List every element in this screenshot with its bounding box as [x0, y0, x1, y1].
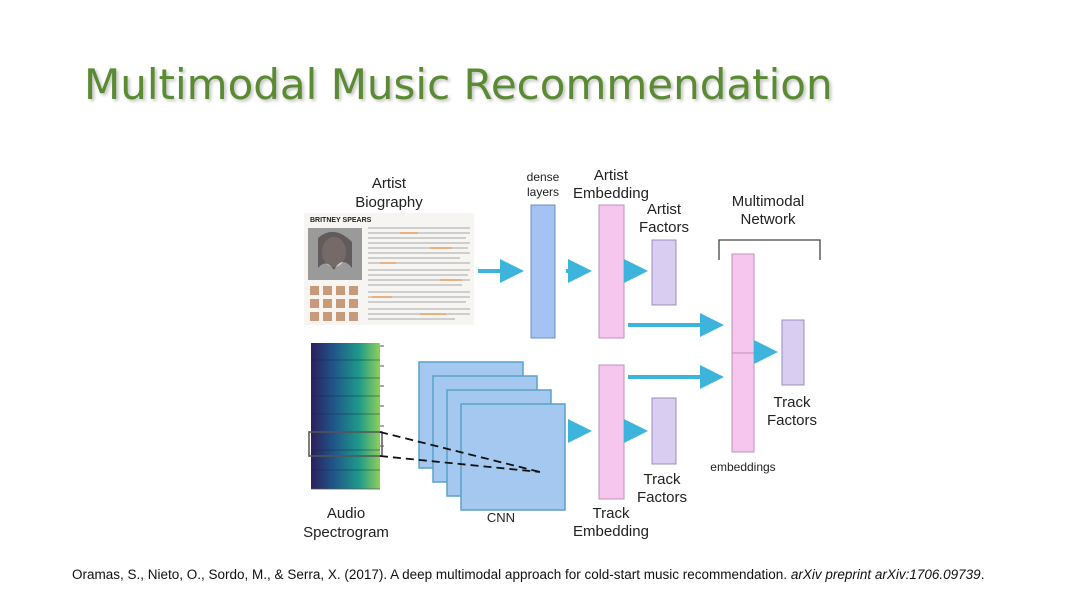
multimodal-embeddings-block-top	[731, 253, 755, 354]
track-embedding-block	[598, 364, 625, 500]
artist-factors-block	[651, 239, 677, 306]
spectrogram-highlight-window	[308, 431, 383, 457]
audio-spectrogram-label-line1: Audio	[327, 505, 365, 522]
dense-layers-label-line2: layers	[527, 185, 559, 199]
citation-end: .	[980, 567, 985, 582]
artist-biography-thumbnail: BRITNEY SPEARS	[304, 213, 474, 325]
embeddings-label: embeddings	[710, 460, 775, 474]
dense-layers-block	[530, 204, 556, 339]
track-factors-right-block	[781, 319, 805, 386]
audio-spectrogram	[308, 343, 384, 490]
biography-link-highlights	[372, 232, 462, 315]
track-factors-right-label-line2: Factors	[767, 412, 817, 429]
multimodal-network-bracket	[718, 239, 821, 260]
artist-embedding-block	[598, 204, 625, 339]
track-factors-right-label-line1: Track	[774, 394, 811, 411]
artist-thumbnail-grid	[310, 286, 358, 321]
track-factors-bottom-block	[651, 397, 677, 465]
multimodal-network-label-line2: Network	[740, 211, 796, 228]
citation-authors: Oramas, S., Nieto, O., Sordo, M., & Serr…	[72, 567, 788, 582]
multimodal-embeddings-block-bottom	[731, 352, 755, 453]
cnn-receptive-field-line-bottom	[379, 455, 541, 473]
track-factors-bottom-label-line2: Factors	[637, 489, 687, 506]
track-factors-bottom-label-line1: Track	[644, 471, 681, 488]
artist-biography-label-line1: Artist	[372, 175, 407, 192]
cnn-label: CNN	[487, 510, 515, 525]
citation-venue: arXiv preprint arXiv:1706.09739	[790, 567, 981, 582]
citation: Oramas, S., Nieto, O., Sordo, M., & Serr…	[72, 567, 984, 582]
artist-biography-label-line2: Biography	[355, 194, 423, 211]
track-embedding-label-line1: Track	[593, 505, 630, 522]
multimodal-network-label-line1: Multimodal	[732, 193, 805, 210]
cnn-receptive-field-line-top	[379, 431, 541, 473]
dense-layers-label-line1: dense	[527, 170, 560, 184]
artist-factors-label-line2: Factors	[639, 219, 689, 236]
audio-spectrogram-label-line2: Spectrogram	[303, 524, 389, 541]
artist-factors-label-line1: Artist	[647, 201, 682, 218]
biography-thumbnail-heading: BRITNEY SPEARS	[310, 217, 372, 224]
track-embedding-label-line2: Embedding	[573, 523, 649, 540]
slide-title: Multimodal Music Recommendation	[84, 60, 833, 109]
artist-embedding-label-line1: Artist	[594, 167, 629, 184]
cnn-filter-stack	[418, 361, 566, 511]
artist-embedding-label-line2: Embedding	[573, 185, 649, 202]
